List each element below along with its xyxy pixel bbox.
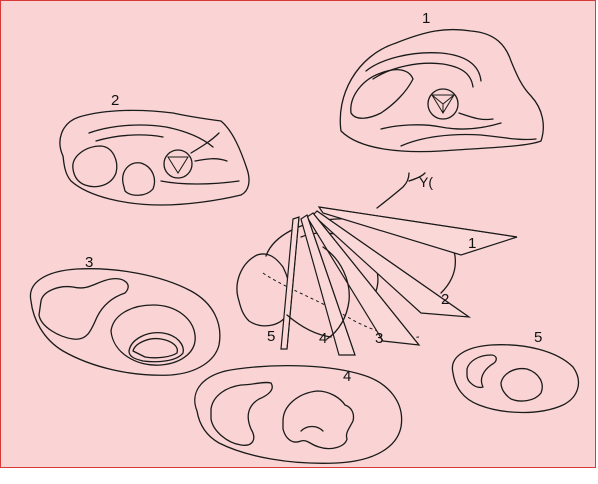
plane-3-label: 3 (375, 330, 383, 347)
plane-2-label: 2 (441, 291, 449, 308)
vessel-mark: Y( (419, 174, 433, 190)
section-4-drawing: 4 (195, 366, 402, 464)
section-3-label: 3 (85, 254, 93, 271)
diagram-frame: 1 2 Y( 1 2 3 4 (0, 0, 596, 468)
section-1-drawing: 1 (340, 10, 543, 152)
section-5-label: 5 (534, 329, 542, 346)
heart-with-planes: Y( 1 2 3 4 5 (237, 173, 517, 355)
section-2-label: 2 (111, 92, 119, 109)
plane-1-label: 1 (468, 235, 476, 252)
section-5-drawing: 5 (452, 329, 578, 413)
plane-5 (281, 217, 299, 349)
section-2-drawing: 2 (60, 92, 249, 205)
plane-4-label: 4 (319, 330, 327, 347)
section-4-label: 4 (343, 368, 351, 385)
plane-5-label: 5 (267, 328, 275, 345)
heart-sections-drawing: 1 2 Y( 1 2 3 4 (1, 1, 597, 469)
section-1-label: 1 (422, 10, 430, 27)
section-3-drawing: 3 (30, 254, 219, 375)
